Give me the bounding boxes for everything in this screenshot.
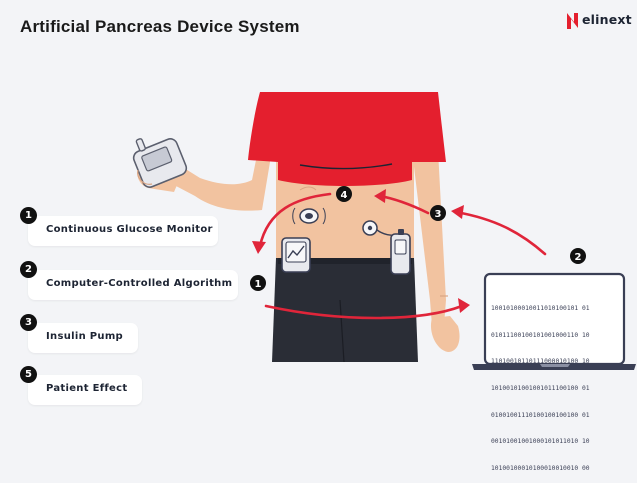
legend-number: 5 <box>20 366 37 383</box>
marker-4-label: 4 <box>341 190 348 201</box>
red-shirt <box>248 92 446 186</box>
binary-line: 01011100100101001000110 10 <box>491 331 590 339</box>
marker-3-label: 3 <box>435 209 442 220</box>
legend-number: 1 <box>20 207 37 224</box>
legend-number: 3 <box>20 314 37 331</box>
illustration: 1 2 3 4 <box>132 92 636 370</box>
brand-name: elinext <box>582 12 632 27</box>
marker-1: 1 <box>250 275 266 291</box>
legend-label: Continuous Glucose Monitor <box>46 224 213 235</box>
pants <box>272 258 418 363</box>
legend-box: Continuous Glucose Monitor <box>28 216 218 246</box>
page-title: Artificial Pancreas Device System <box>20 17 300 36</box>
flow-arrows <box>258 192 547 320</box>
marker-3: 3 <box>430 205 446 221</box>
binary-line: 10100101001001011100100 01 <box>491 384 590 392</box>
cgm-receiver-icon <box>281 237 311 273</box>
laptop-icon <box>472 272 636 370</box>
binary-line: 01001001110100100100100 01 <box>491 411 590 419</box>
legend-label: Insulin Pump <box>46 331 123 342</box>
right-arm <box>412 150 460 352</box>
legend-box: Patient Effect <box>28 375 142 405</box>
legend-box: Insulin Pump <box>28 323 138 353</box>
glucose-sensor-icon <box>292 207 326 225</box>
marker-2: 2 <box>570 248 586 264</box>
legend-box: Computer-Controlled Algorithm <box>28 270 238 300</box>
legend-label: Computer-Controlled Algorithm <box>46 278 233 289</box>
legend-label: Patient Effect <box>46 383 128 394</box>
legend-number: 2 <box>20 261 37 278</box>
elinext-logo-icon <box>567 13 578 29</box>
laptop-screen-binary: 10010100010011010100101 01 0101110010010… <box>491 287 613 483</box>
marker-2-label: 2 <box>575 252 582 263</box>
binary-line: 11010010110111000010100 10 <box>491 358 590 366</box>
step-markers: 1 2 3 4 <box>250 186 586 291</box>
arrow-heads <box>252 189 470 313</box>
binary-line: 00101001001000101011010 10 <box>491 438 590 446</box>
binary-line: 10010100010011010100101 01 <box>491 304 590 312</box>
handheld-controller-icon <box>132 138 188 188</box>
insulin-pump-icon <box>390 229 411 275</box>
marker-1-label: 1 <box>255 279 262 290</box>
marker-4: 4 <box>336 186 352 202</box>
binary-line: 10100100010100010010010 00 <box>491 465 590 473</box>
